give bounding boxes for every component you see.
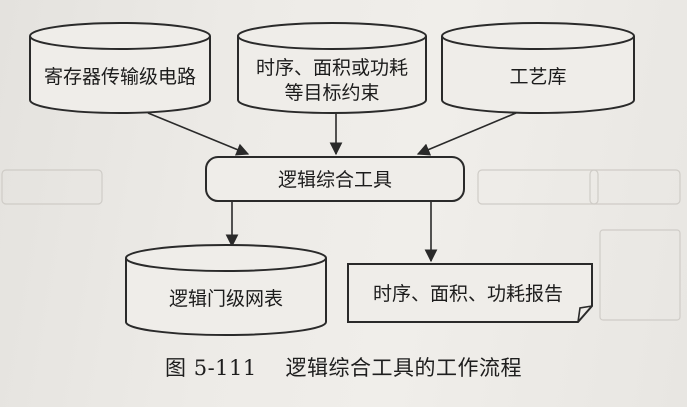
synthesis-tool-label: 逻辑综合工具 bbox=[278, 169, 392, 191]
gate-netlist-label: 逻辑门级网表 bbox=[169, 288, 283, 310]
register-circuit-node: 寄存器传输级电路 bbox=[29, 22, 211, 114]
figure-caption: 图 5-111 逻辑综合工具的工作流程 bbox=[0, 352, 687, 382]
figure-number: 图 5-111 bbox=[165, 356, 257, 380]
arrow-library-to-tool bbox=[416, 112, 517, 156]
constraints-label-line2: 等目标约束 bbox=[284, 82, 379, 104]
synthesis-tool-node: 逻辑综合工具 bbox=[205, 156, 465, 202]
constraints-node: 时序、面积或功耗 等目标约束 bbox=[237, 22, 427, 114]
constraints-label-line1: 时序、面积或功耗 bbox=[256, 57, 408, 79]
register-circuit-label: 寄存器传输级电路 bbox=[44, 66, 196, 88]
show-through-background bbox=[1, 169, 681, 321]
report-node: 时序、面积、功耗报告 bbox=[347, 263, 593, 323]
process-library-node: 工艺库 bbox=[441, 22, 635, 114]
gate-netlist-node: 逻辑门级网表 bbox=[125, 244, 327, 336]
figure-title: 逻辑综合工具的工作流程 bbox=[285, 356, 522, 380]
process-library-label: 工艺库 bbox=[509, 66, 566, 88]
report-label: 时序、面积、功耗报告 bbox=[373, 283, 563, 305]
arrow-register-to-tool bbox=[147, 112, 250, 156]
